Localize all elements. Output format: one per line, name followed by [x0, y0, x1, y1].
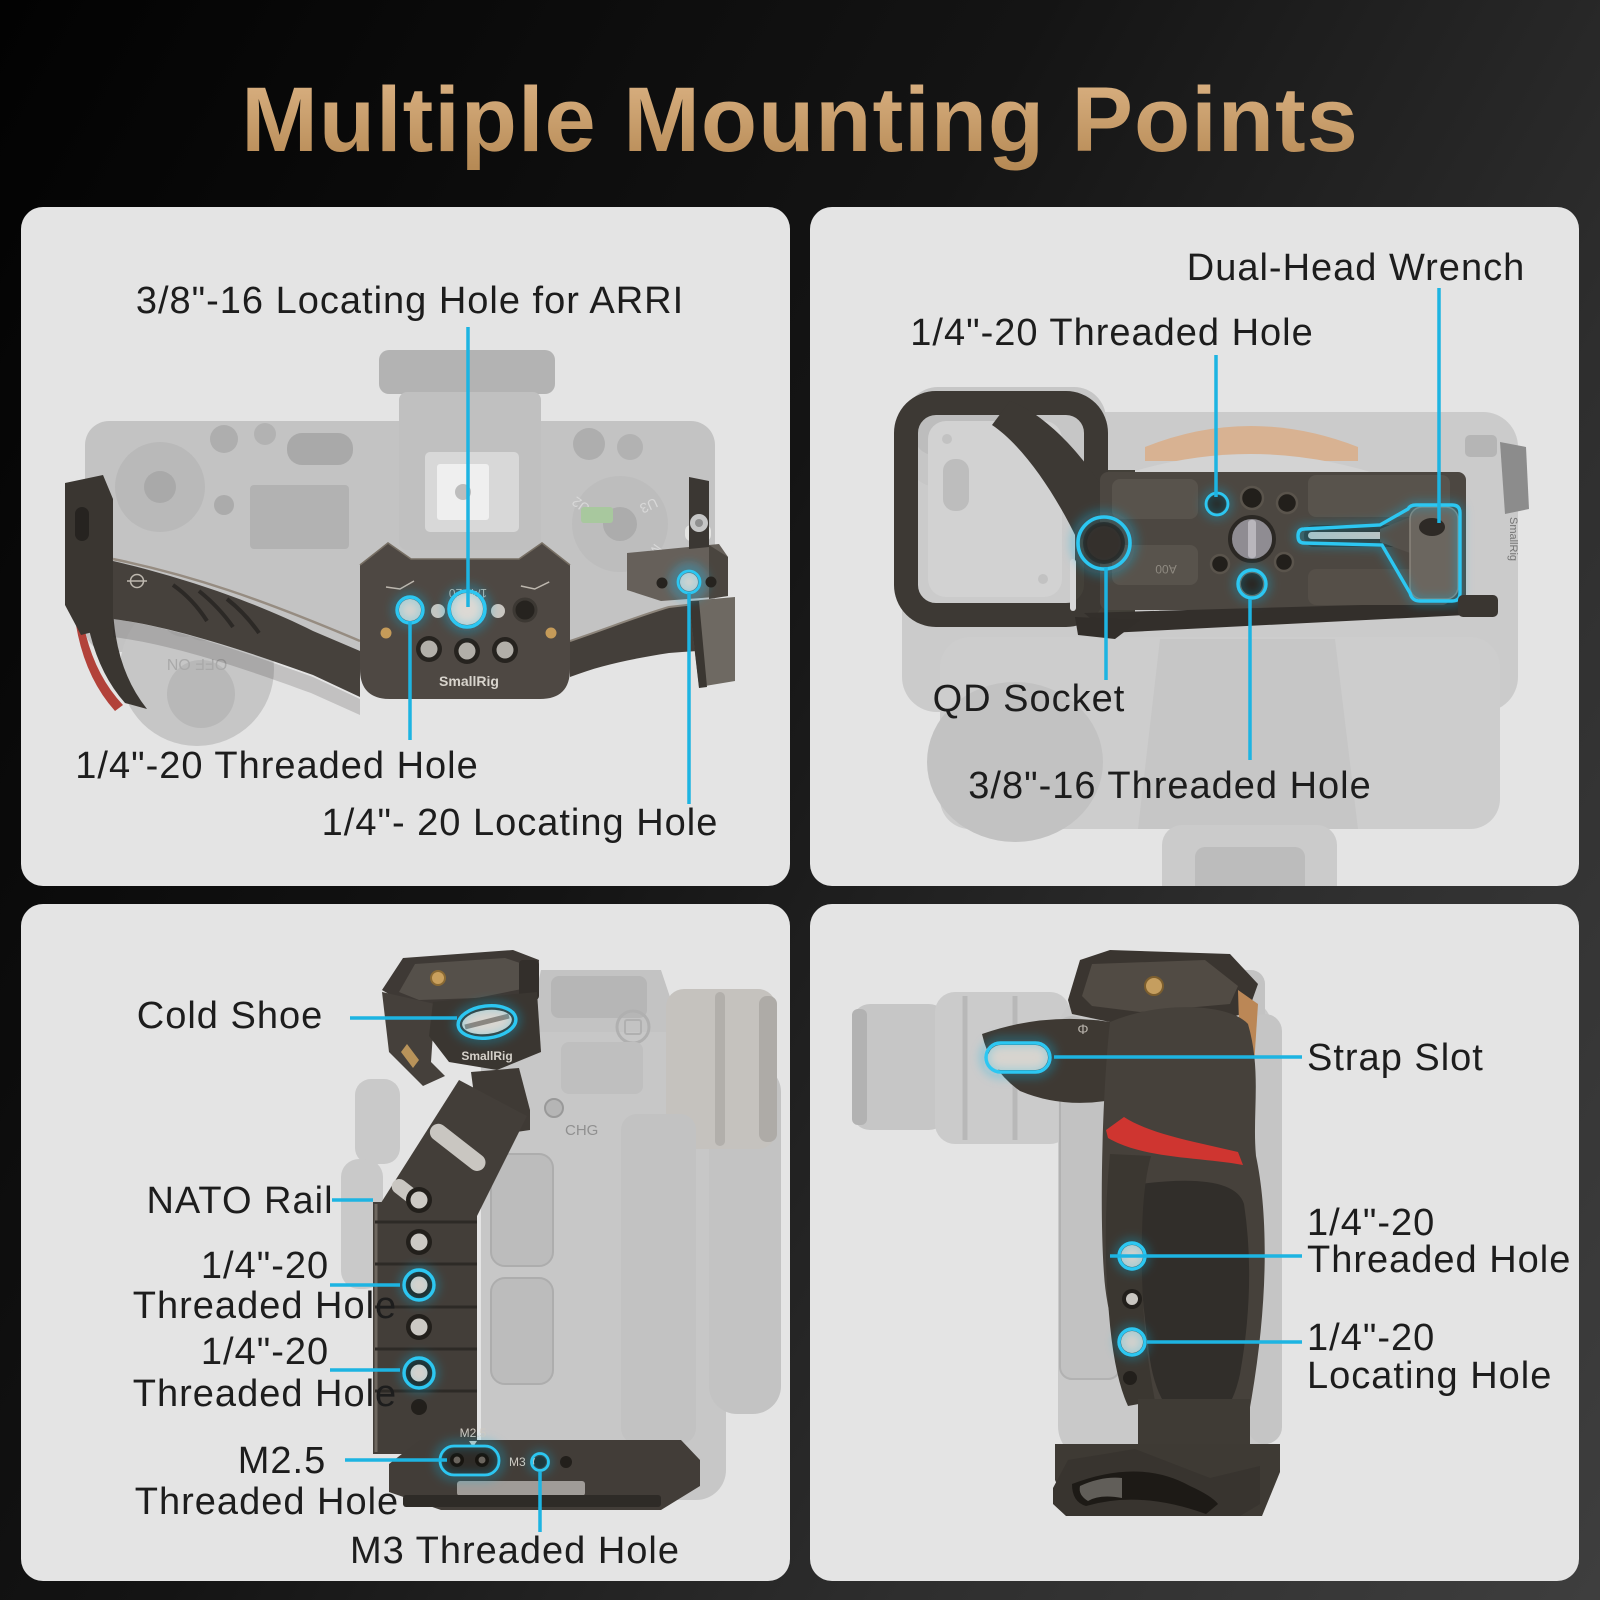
svg-text:QD Socket: QD Socket [933, 678, 1126, 720]
svg-text:M3 Threaded Hole: M3 Threaded Hole [350, 1530, 680, 1572]
svg-text:3/8"-16 Threaded Hole: 3/8"-16 Threaded Hole [968, 765, 1372, 807]
svg-text:Dual-Head Wrench: Dual-Head Wrench [1187, 247, 1525, 289]
svg-text:1/4"-20: 1/4"-20 [201, 1331, 329, 1373]
svg-text:1/4"-20: 1/4"-20 [1307, 1202, 1435, 1244]
svg-text:3/8"-16 Locating Hole for ARRI: 3/8"-16 Locating Hole for ARRI [136, 280, 684, 322]
svg-text:Threaded Hole: Threaded Hole [133, 1285, 397, 1327]
svg-text:Φ: Φ [1077, 1021, 1088, 1037]
svg-text:SmallRig: SmallRig [461, 1049, 512, 1063]
svg-text:1/4"-20 Threaded Hole: 1/4"-20 Threaded Hole [75, 745, 479, 787]
svg-text:Cold Shoe: Cold Shoe [137, 995, 323, 1037]
svg-text:CHG: CHG [565, 1122, 598, 1139]
svg-text:1/4"-20 Threaded Hole: 1/4"-20 Threaded Hole [910, 312, 1314, 354]
svg-text:A00: A00 [1155, 562, 1177, 576]
svg-text:SmallRig: SmallRig [1507, 517, 1519, 561]
svg-text:Threaded Hole: Threaded Hole [1307, 1239, 1571, 1281]
svg-text:Locating Hole: Locating Hole [1307, 1355, 1552, 1397]
svg-text:1/4"-20: 1/4"-20 [201, 1245, 329, 1287]
svg-text:U3: U3 [637, 495, 660, 517]
svg-text:Strap Slot: Strap Slot [1307, 1037, 1484, 1079]
svg-text:1/4"- 20 Locating Hole: 1/4"- 20 Locating Hole [322, 802, 719, 844]
svg-text:1/4"-20: 1/4"-20 [1307, 1317, 1435, 1359]
svg-text:OFF ON: OFF ON [167, 655, 227, 672]
svg-text:NATO Rail: NATO Rail [146, 1180, 333, 1222]
svg-text:Threaded Hole: Threaded Hole [133, 1373, 397, 1415]
svg-text:M2.5: M2.5 [238, 1440, 326, 1482]
svg-text:SmallRig: SmallRig [439, 673, 499, 689]
svg-text:Threaded Hole: Threaded Hole [135, 1481, 399, 1523]
svg-text:M2.5: M2.5 [460, 1426, 487, 1440]
svg-text:M3: M3 [509, 1455, 526, 1469]
